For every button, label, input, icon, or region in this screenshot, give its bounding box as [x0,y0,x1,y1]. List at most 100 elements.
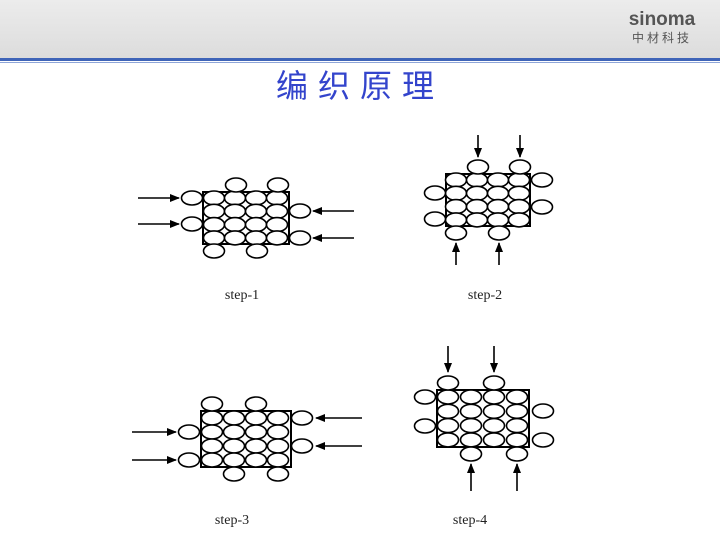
step-1-yarn [202,216,226,233]
step-1-yarn [265,190,289,206]
step-4-yarn [459,432,483,448]
step-2-yarn [423,185,447,201]
step-4-yarn [505,403,529,420]
step-1-yarn [265,216,289,233]
step-1-yarn [202,203,226,220]
step-2-yarn [444,212,468,228]
step-2-yarn [466,159,490,175]
step-2-yarn [465,185,489,202]
step-3-yarn [266,410,290,426]
step-4-yarn [482,375,506,391]
step-1-yarn [265,230,289,246]
step-4-yarn [459,417,483,434]
step-3-yarn [200,424,224,440]
step-3-yarn [177,424,201,440]
step-2-yarn [423,211,447,227]
step-1-yarn [245,243,269,259]
step-4-label: step-4 [453,513,487,528]
step-2-matrix [445,173,531,227]
step-3-yarn [200,410,224,426]
step-3-yarn [290,438,314,454]
step-1-yarn [288,230,312,246]
step-3-yarn [290,410,314,426]
step-4-yarn [505,432,529,448]
step-4-yarn [436,375,460,391]
step-4-yarn [505,417,529,434]
step-2-yarn [465,172,489,188]
step-1-yarn [202,190,226,206]
step-1-yarn [202,243,226,259]
step-4-yarn [436,389,460,405]
step-4-yarn [505,389,529,405]
step-1-matrix [202,191,290,245]
step-2-yarn [508,159,532,175]
step-1-yarn [223,203,247,220]
step-1-yarn [288,203,312,219]
step-2-yarn [530,199,554,215]
step-3-yarn [222,410,246,426]
step-4-yarn [531,432,555,448]
step-4-yarn [482,403,506,420]
step-2-yarn [507,172,531,188]
step-3-yarn [200,438,224,454]
step-3-yarn [244,424,268,440]
step-4-yarn [436,432,460,448]
step-3-yarn [177,452,201,468]
slide-title: 编织原理 [275,67,444,105]
step-1-yarn [223,190,247,206]
step-2-label: step-2 [468,288,502,303]
step-4-yarn [459,389,483,405]
step-3-yarn [244,410,268,426]
step-3-matrix [200,410,292,468]
step-2-yarn [465,198,489,215]
step-1-yarn [202,230,226,246]
step-4-yarn [531,403,555,419]
step-3-yarn [266,452,290,468]
step-3-yarn [222,452,246,468]
step-3-yarn [244,452,268,468]
step-1-yarn [244,190,268,206]
header-rule-thin [0,62,720,63]
step-2-yarn [444,225,468,241]
step-4-yarn [505,446,529,462]
step-4-yarn [436,417,460,434]
step-3-yarn [222,438,246,454]
step-2-yarn [465,212,489,228]
step-1-yarn [180,190,204,206]
step-4-yarn [459,446,483,462]
step-4-yarn [436,403,460,420]
logo-subtext: 中材科技 [631,31,692,45]
step-3-yarn [244,396,268,412]
step-2-yarn [444,185,468,202]
step-2-yarn [486,172,510,188]
step-4-yarn [413,389,437,405]
step-1-yarn [244,216,268,233]
step-1-yarn [244,203,268,220]
step-2-yarn [444,172,468,188]
step-1-yarn [223,230,247,246]
step-2-yarn [486,212,510,228]
step-2-yarn [530,172,554,188]
step-3-yarn [200,452,224,468]
step-3-yarn [266,438,290,454]
header-rule [0,58,720,61]
step-3-yarn [222,424,246,440]
step-3-label: step-3 [215,513,249,528]
header-bar: sinoma 中材科技 [0,0,720,58]
step-1-yarn [224,177,248,193]
step-2-yarn [486,198,510,215]
step-3-yarn [244,438,268,454]
step-2-yarn [507,198,531,215]
sinoma-logo: sinoma 中材科技 [622,10,702,46]
step-3-yarn [266,424,290,440]
logo-text: sinoma [628,9,696,30]
step-4-matrix [436,389,530,448]
step-1-yarn [265,203,289,220]
step-4-yarn [413,418,437,434]
step-2-yarn [487,225,511,241]
step-4-yarn [482,432,506,448]
step-3-yarn [222,466,246,482]
step-1-yarn [244,230,268,246]
step-1-yarn [223,216,247,233]
